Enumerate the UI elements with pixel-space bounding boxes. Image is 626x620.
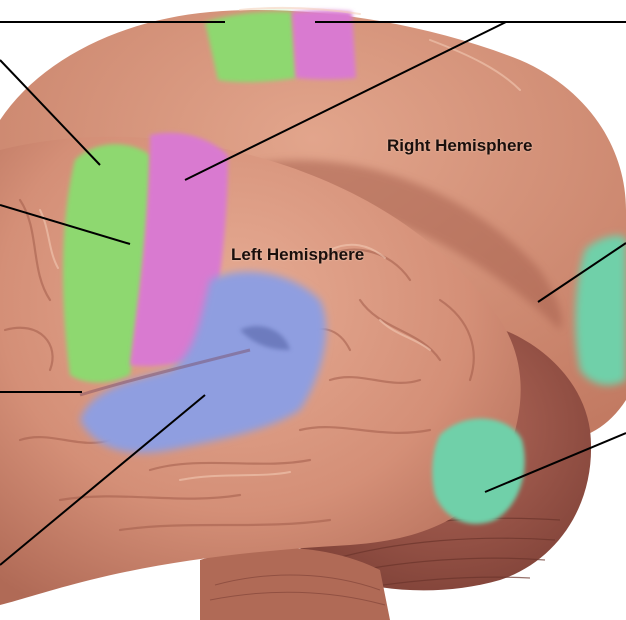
- left-green-region: [63, 144, 150, 383]
- right-magenta-region: [292, 10, 356, 80]
- leader-line-right-teal: [537, 242, 626, 303]
- left-hemisphere-label: Left Hemisphere: [231, 245, 365, 264]
- leader-line-magenta: [184, 21, 507, 181]
- left-blue-region: [80, 271, 327, 453]
- brainstem: [200, 547, 390, 620]
- leader-lines: [0, 21, 626, 566]
- left-teal-region: [432, 418, 525, 524]
- leader-line-green-lower: [0, 204, 131, 245]
- leader-line-left-teal: [484, 432, 626, 493]
- right-green-region: [205, 11, 296, 83]
- leader-line-blue: [0, 394, 206, 566]
- right-teal-region: [575, 235, 626, 386]
- leader-line-green: [0, 59, 101, 166]
- right-hemisphere-label: Right Hemisphere: [387, 136, 533, 155]
